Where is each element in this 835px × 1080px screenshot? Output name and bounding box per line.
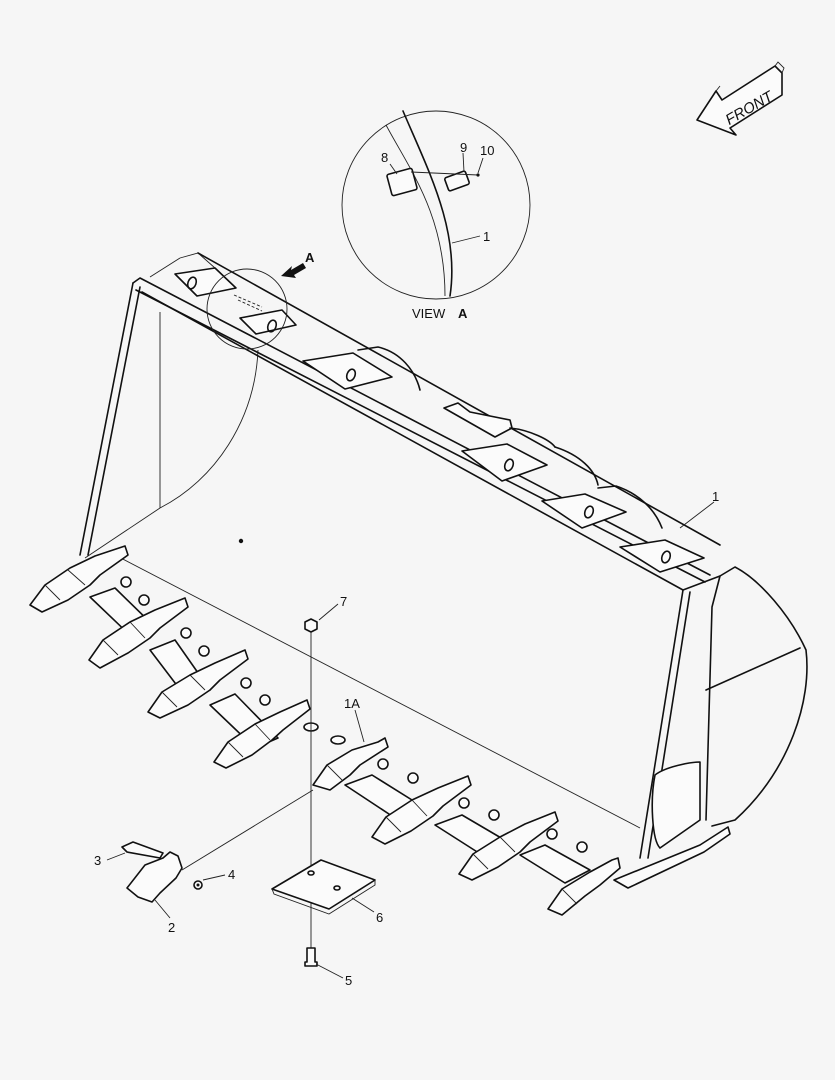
cutting-edge-bolts xyxy=(120,576,588,853)
callout-3: 3 xyxy=(94,853,101,868)
view-letter: A xyxy=(458,306,468,321)
exploded-tooth-assembly: 3 4 2 xyxy=(94,789,314,935)
callout-7: 7 xyxy=(340,594,347,609)
callout-9: 9 xyxy=(460,140,467,155)
top-wear-pads xyxy=(174,267,705,573)
callout-5: 5 xyxy=(345,973,352,988)
exploded-wear-plate-assembly: 7 6 5 xyxy=(271,594,383,988)
nut-icon xyxy=(304,618,318,633)
bolt-icon xyxy=(304,947,318,967)
view-marker-letter: A xyxy=(305,250,315,265)
callout-1-detail: 1 xyxy=(483,229,490,244)
bucket-teeth xyxy=(29,545,621,916)
callout-2: 2 xyxy=(168,920,175,935)
tooth-point-icon xyxy=(126,851,183,903)
wear-plate-icon xyxy=(271,859,376,910)
tooth-pin-icon xyxy=(121,841,164,859)
callout-10: 10 xyxy=(480,143,494,158)
callout-1: 1 xyxy=(712,489,719,504)
callout-8: 8 xyxy=(381,150,388,165)
cutting-edge-teeth: 1A xyxy=(29,545,621,916)
front-direction-arrow-icon: FRONT xyxy=(696,61,785,136)
callout-4: 4 xyxy=(228,867,235,882)
view-title: VIEW xyxy=(412,306,446,321)
view-direction-arrow-icon: A xyxy=(281,250,315,278)
detail-view-a: 8 9 10 1 VIEW A xyxy=(341,110,531,321)
callout-6: 6 xyxy=(376,910,383,925)
callout-1a: 1A xyxy=(344,696,360,711)
bucket-body: 1 xyxy=(79,252,808,889)
